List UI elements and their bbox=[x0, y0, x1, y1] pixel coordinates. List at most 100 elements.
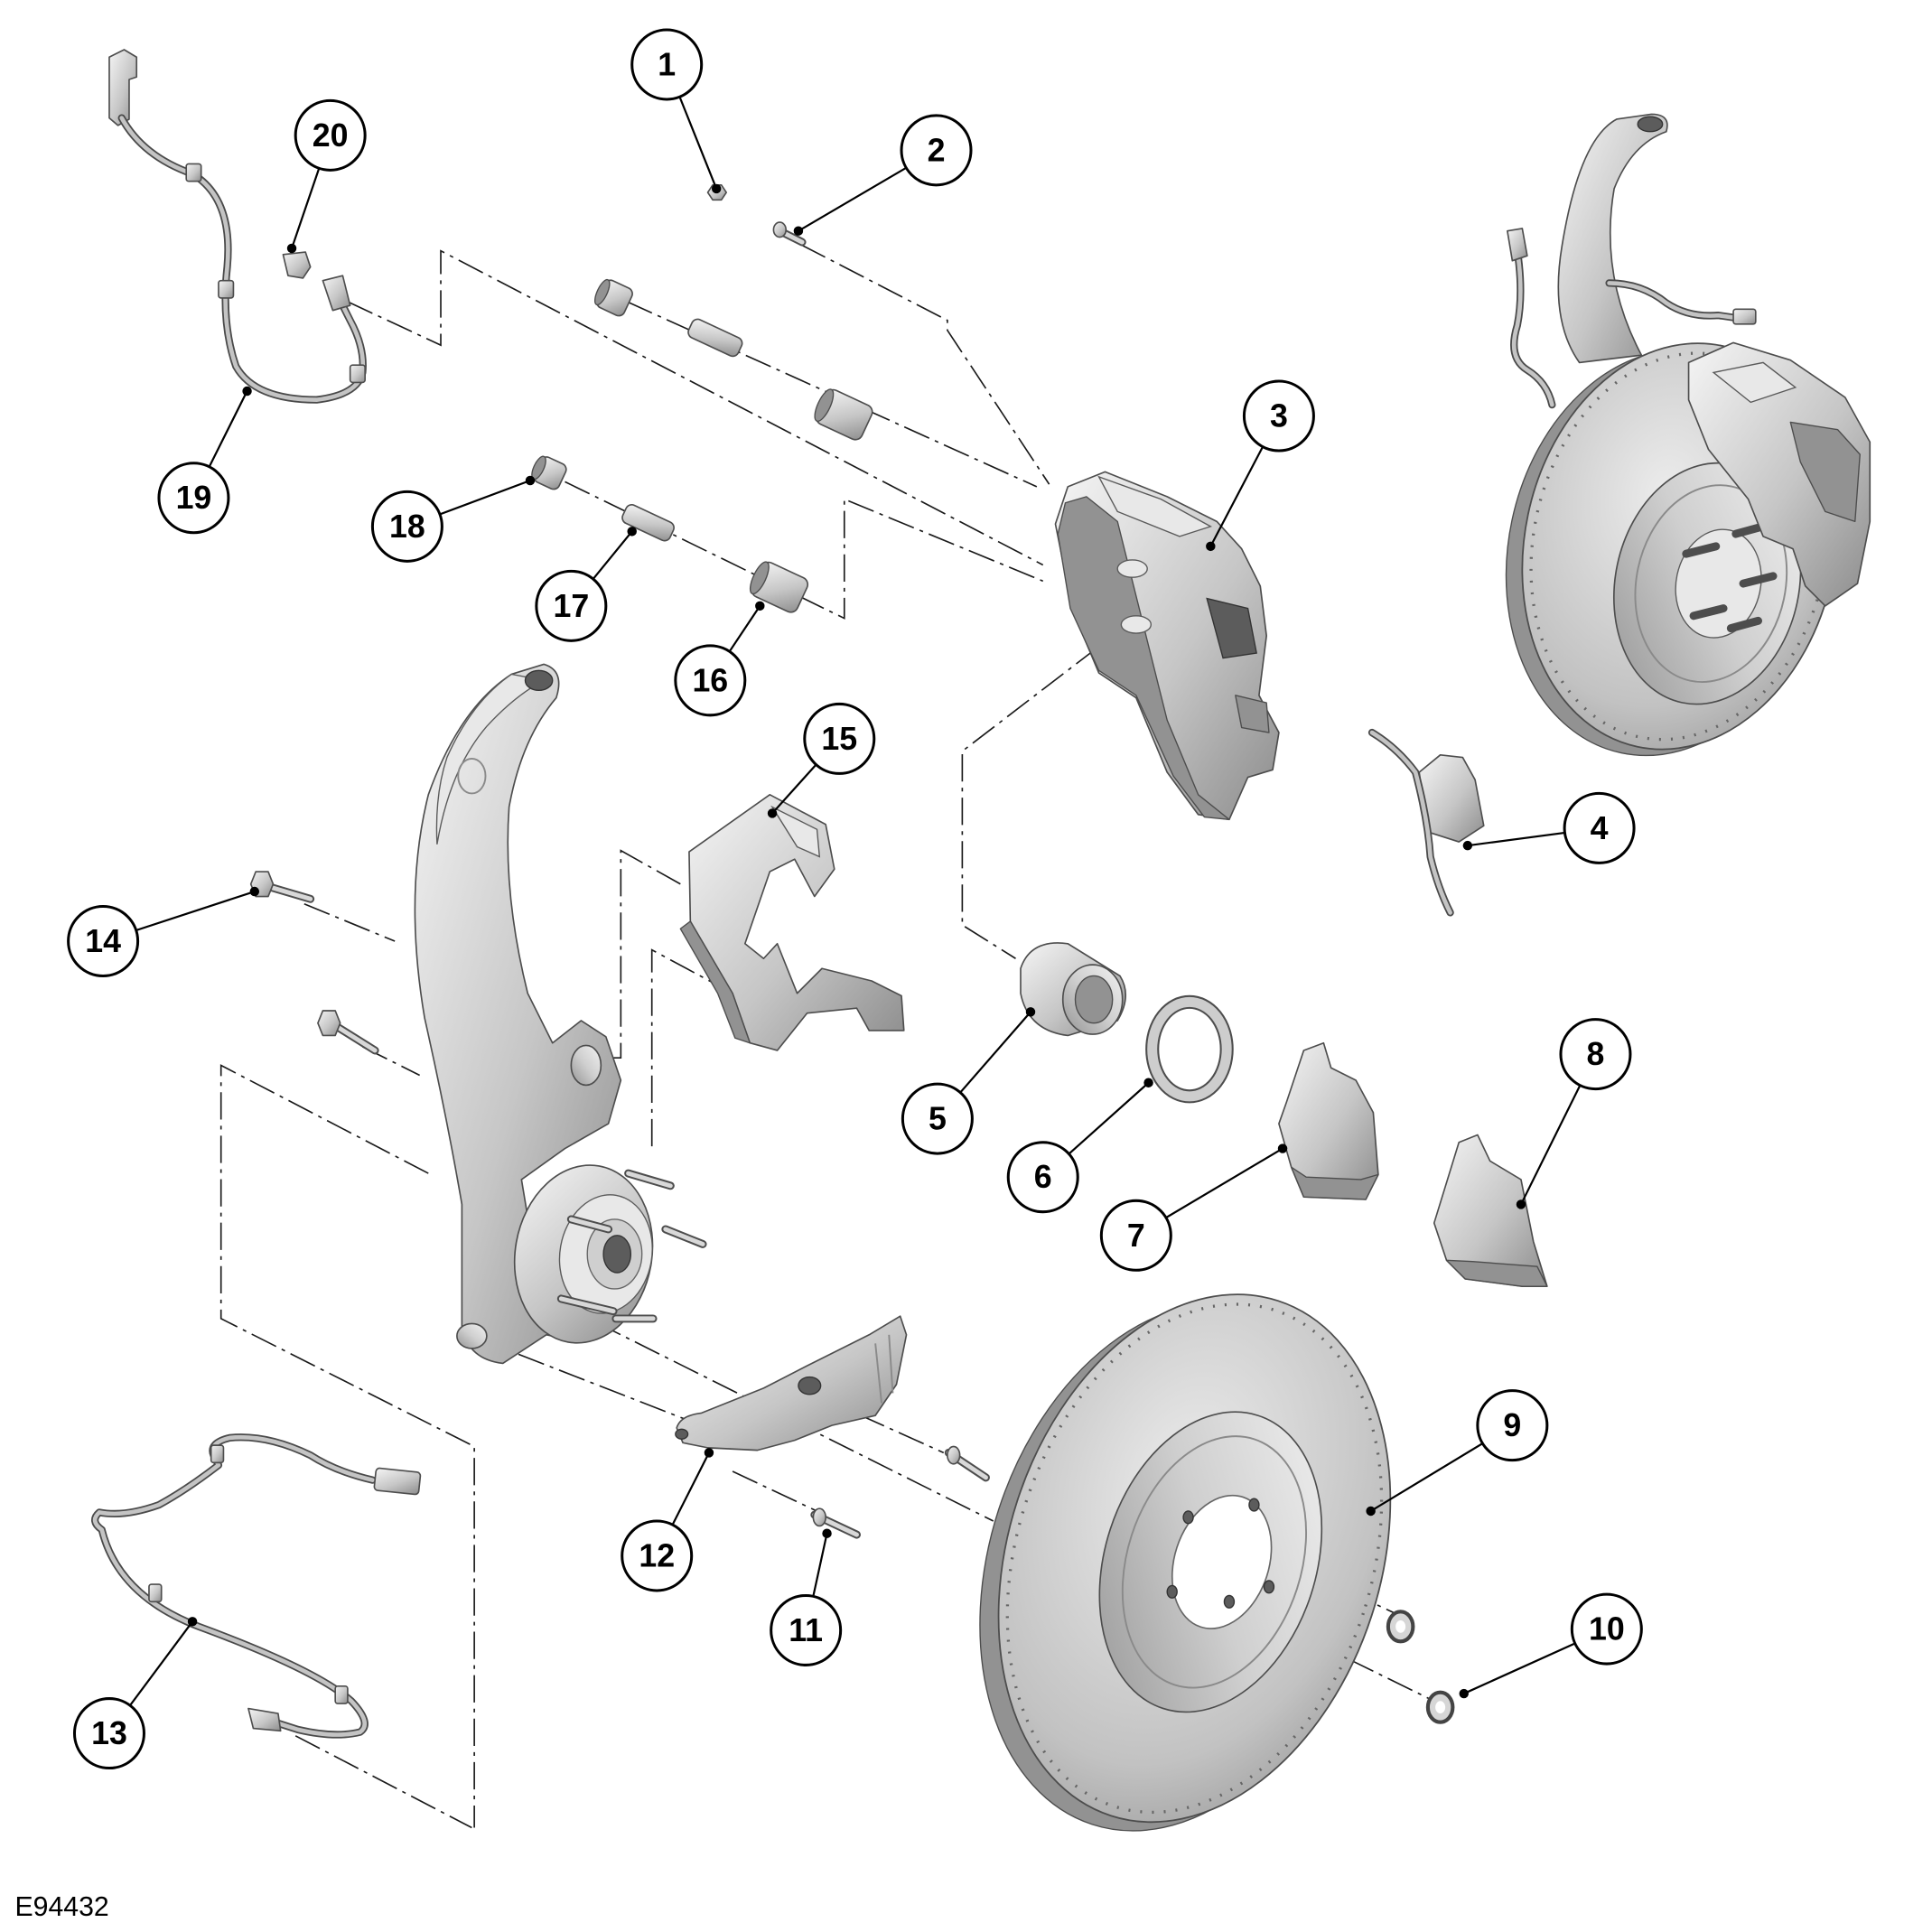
guide-pin-cap bbox=[531, 455, 567, 490]
callout-bubble bbox=[72, 1697, 145, 1770]
disc-retaining-clip bbox=[1386, 1610, 1415, 1644]
piston-cup bbox=[1074, 975, 1114, 1024]
disc-centre-bore bbox=[1171, 1494, 1273, 1629]
callout-14: 14 bbox=[67, 886, 260, 978]
harness-clip bbox=[185, 163, 202, 182]
knuckle-lower-boss bbox=[456, 1322, 488, 1349]
upper-guide-bushing bbox=[814, 388, 873, 441]
callout-number: 7 bbox=[1127, 1218, 1145, 1254]
callout-8: 8 bbox=[1516, 1018, 1632, 1209]
bolt-head bbox=[812, 1507, 826, 1527]
callout-number: 2 bbox=[928, 132, 946, 168]
callout-bubble bbox=[535, 569, 608, 642]
harness-clip bbox=[218, 279, 235, 299]
brake-pad bbox=[1789, 421, 1861, 523]
abs-sensor-lower bbox=[91, 1433, 422, 1739]
assembled-view bbox=[1505, 113, 1871, 757]
callout-bubble bbox=[1476, 1389, 1549, 1462]
shield-bolt bbox=[944, 1445, 990, 1482]
leader-dot bbox=[767, 808, 778, 818]
line-bolt-to-caliper bbox=[800, 244, 1050, 485]
pin-body bbox=[621, 504, 675, 542]
sensor-wire bbox=[1369, 730, 1452, 915]
seal-ring bbox=[1147, 996, 1232, 1102]
shield-plate bbox=[676, 1315, 908, 1451]
pad-backing-plate bbox=[1278, 1041, 1379, 1200]
callout-number: 10 bbox=[1589, 1611, 1625, 1647]
bolt-shank-highlight bbox=[266, 884, 313, 901]
steering-knuckle bbox=[414, 663, 622, 1365]
disc-stud-hole bbox=[1223, 1594, 1236, 1609]
splash-shield bbox=[675, 1315, 908, 1451]
line-sensor-to-caliper bbox=[347, 249, 1044, 566]
cap-end bbox=[593, 278, 611, 306]
line-shield-bolt bbox=[732, 1470, 820, 1514]
line-knuckle-frame bbox=[219, 1064, 475, 1828]
disc-hat-ring bbox=[1634, 484, 1788, 683]
leader-dot bbox=[249, 886, 260, 897]
sensor-lead bbox=[1607, 281, 1739, 321]
figure-id: E94432 bbox=[14, 1892, 108, 1922]
leader-dot bbox=[1366, 1506, 1376, 1517]
callout-2: 2 bbox=[793, 114, 973, 236]
caliper-window bbox=[1206, 597, 1257, 659]
wheel-stud bbox=[1731, 522, 1768, 538]
lead-clip bbox=[334, 1685, 349, 1704]
callout-18: 18 bbox=[370, 475, 536, 563]
callout-number: 13 bbox=[91, 1715, 127, 1751]
wheel-stud-highlight bbox=[626, 1171, 673, 1189]
callout-13: 13 bbox=[72, 1617, 198, 1770]
caliper-piston bbox=[1020, 942, 1126, 1037]
callout-bubble bbox=[630, 28, 704, 101]
disc-stud-hole bbox=[1182, 1510, 1194, 1525]
line-bracket-lower bbox=[650, 948, 733, 1149]
brake-caliper bbox=[1054, 471, 1280, 821]
leader-dot bbox=[627, 527, 637, 537]
leader-dot bbox=[1206, 541, 1216, 552]
hub-bore bbox=[602, 1235, 632, 1274]
callout-16: 16 bbox=[674, 601, 765, 717]
harness bbox=[1511, 233, 1554, 407]
bleed-screw bbox=[772, 221, 807, 247]
bushing-end bbox=[814, 388, 835, 423]
callout-number: 18 bbox=[389, 509, 425, 545]
knuckle-eye bbox=[524, 669, 554, 692]
callout-bubble bbox=[370, 490, 443, 563]
bracket-side bbox=[679, 920, 751, 1044]
shield-bolt bbox=[810, 1507, 861, 1539]
harness-bracket bbox=[108, 49, 138, 126]
callout-number: 17 bbox=[553, 588, 589, 624]
guide-bushing bbox=[749, 561, 809, 613]
caliper-top bbox=[1097, 475, 1213, 537]
callout-number: 11 bbox=[789, 1612, 823, 1648]
callout-5: 5 bbox=[901, 1007, 1036, 1155]
sensor-lead-outline bbox=[91, 1433, 377, 1739]
callout-7: 7 bbox=[1099, 1143, 1288, 1272]
sensor-connector bbox=[1732, 308, 1757, 325]
pad-friction-edge bbox=[1445, 1259, 1548, 1287]
upper-guide-pin bbox=[687, 318, 743, 358]
wheel-stud-highlight bbox=[663, 1227, 705, 1246]
callout-number: 1 bbox=[658, 46, 676, 82]
line-sensor-to-knuckle bbox=[294, 1735, 472, 1829]
callout-bubble bbox=[770, 1593, 843, 1666]
callout-bubble bbox=[900, 114, 973, 187]
callout-number: 8 bbox=[1587, 1036, 1605, 1072]
wheel-stud bbox=[1739, 572, 1778, 588]
disc-hat-ring bbox=[1121, 1435, 1308, 1689]
inner-brake-pad bbox=[1278, 1041, 1379, 1200]
callout-number: 3 bbox=[1270, 398, 1288, 434]
callout-15: 15 bbox=[767, 702, 876, 818]
leader-dot bbox=[793, 226, 804, 236]
bushing-end bbox=[749, 561, 770, 595]
wheel-stud bbox=[1726, 616, 1763, 633]
callout-bubble bbox=[1006, 1141, 1079, 1214]
caliper-window bbox=[1235, 695, 1270, 733]
lead-clip bbox=[210, 1444, 225, 1464]
bracket-bolt bbox=[249, 871, 315, 903]
callout-bubble bbox=[1563, 791, 1636, 864]
sensor-head bbox=[247, 1707, 282, 1732]
leader-dot bbox=[1516, 1199, 1526, 1209]
brake-disc bbox=[979, 1293, 1392, 1832]
callout-number: 19 bbox=[176, 480, 212, 516]
